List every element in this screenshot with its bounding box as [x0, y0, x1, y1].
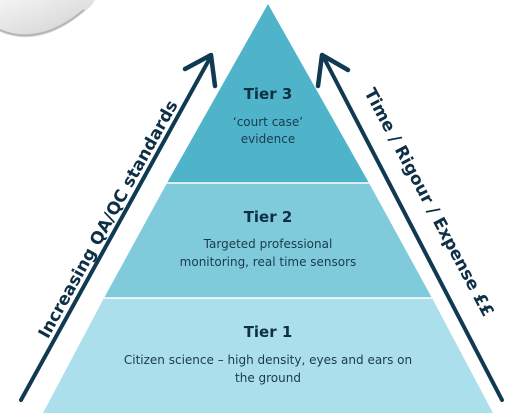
left-arrow	[19, 52, 218, 402]
tier-3-desc-line-2: evidence	[241, 132, 295, 146]
tier-2-desc-line-1: Targeted professional	[203, 237, 333, 251]
tier-2-desc-line-2: monitoring, real time sensors	[180, 255, 357, 269]
right-arrow-head-icon	[315, 52, 351, 89]
tier-1-title: Tier 1	[244, 323, 293, 341]
tier-1-desc-line-2: the ground	[235, 371, 301, 385]
device-corner-decor	[0, 0, 95, 38]
tier-2-title: Tier 2	[244, 208, 293, 226]
right-arrow	[315, 52, 504, 402]
left-arrow-head-icon	[182, 52, 218, 89]
tier-3-desc-line-1: ‘court case’	[233, 115, 303, 129]
tier-3-shape	[167, 4, 369, 183]
tier-1-desc-line-1: Citizen science – high density, eyes and…	[124, 353, 412, 367]
tier-1-shape	[43, 298, 493, 413]
tier-2-shape	[104, 183, 432, 298]
tier-3-title: Tier 3	[244, 85, 293, 103]
